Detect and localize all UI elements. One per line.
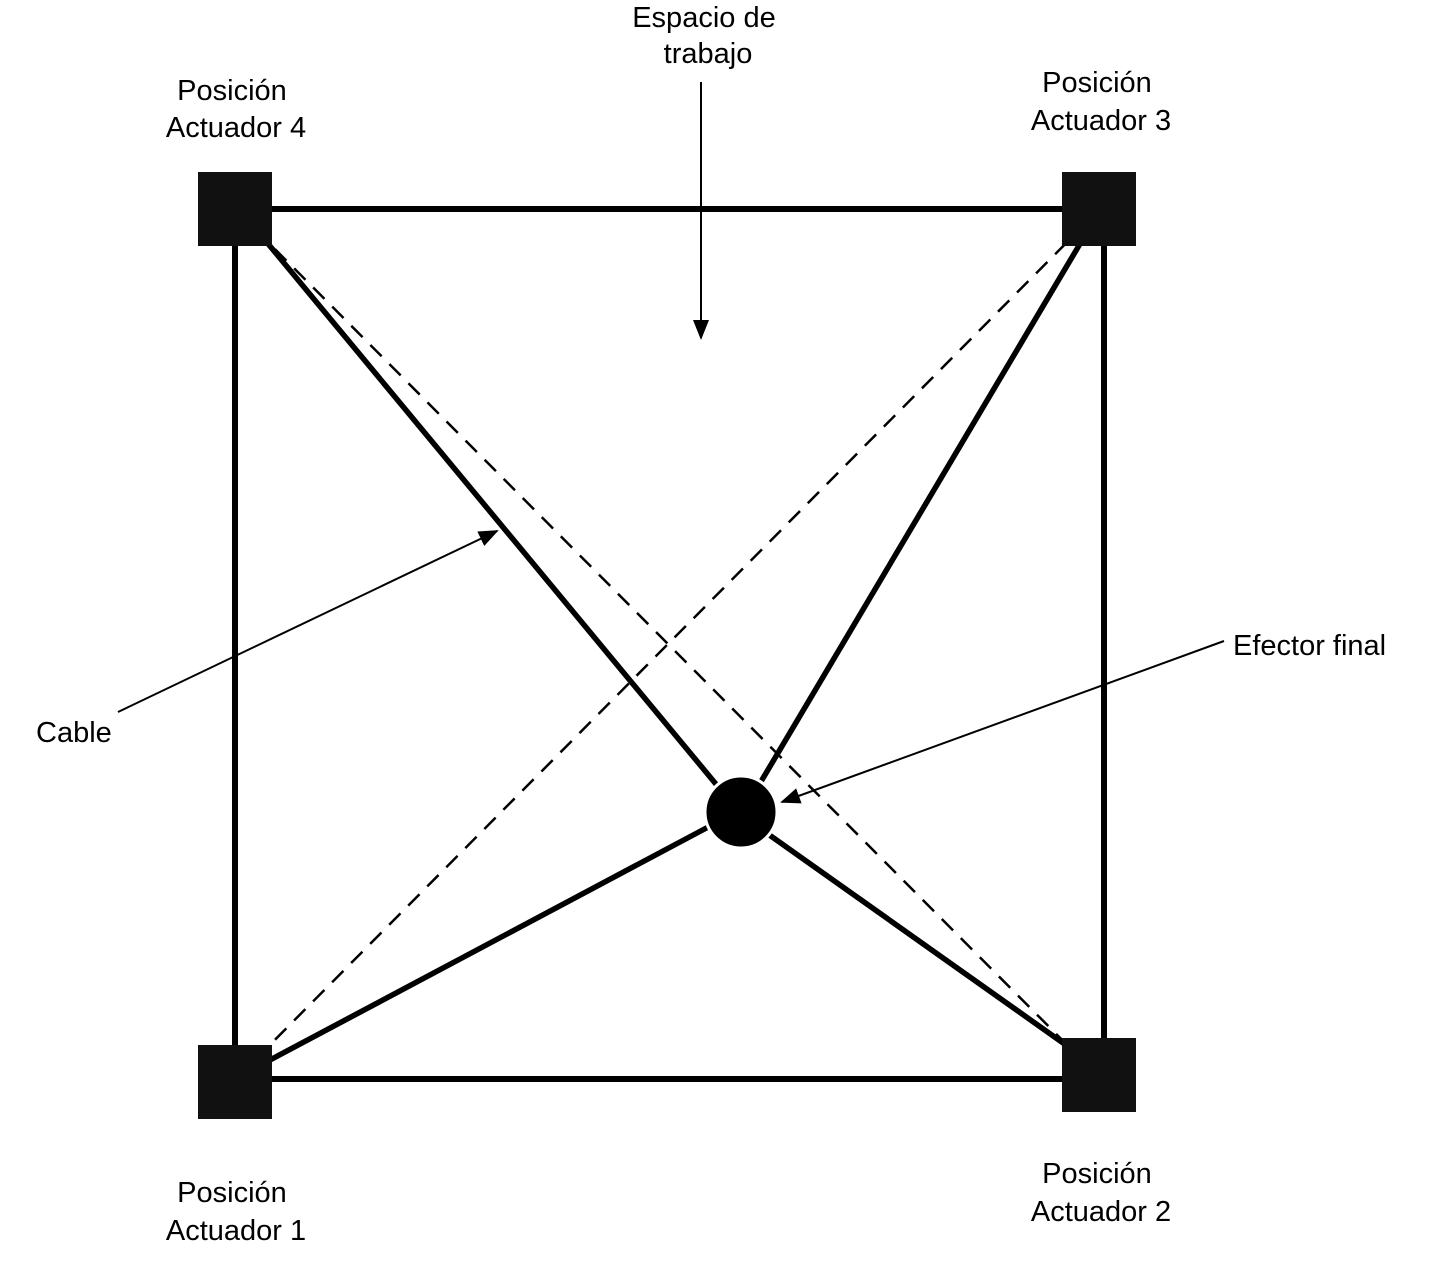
workspace-label-line-2: trabajo — [664, 38, 753, 70]
cable-actuator-2 — [766, 831, 1082, 1058]
actuator-4-label: Posición Actuador 4 — [166, 75, 306, 144]
actuator-3-block — [1062, 172, 1136, 246]
actuator-1-block — [198, 1045, 272, 1119]
end-effector-label: Efector final — [1233, 630, 1386, 662]
dashed-diagonal-4-to-2 — [236, 210, 1103, 1081]
actuator-3-label-line-2: Actuador 3 — [1031, 105, 1171, 137]
actuator-3-label-line-1: Posición — [1042, 67, 1152, 99]
actuator-1-label-line-1: Posición — [177, 1177, 287, 1209]
dashed-diagonals — [236, 208, 1103, 1081]
dashed-diagonal-1-to-3 — [236, 208, 1101, 1079]
actuator-4-label-line-1: Posición — [177, 75, 287, 107]
cables — [252, 226, 1090, 1071]
cable-label: Cable — [36, 717, 112, 749]
workspace-frame — [232, 206, 1107, 1082]
actuator-2-label-line-1: Posición — [1042, 1158, 1152, 1190]
cable-arrow — [117, 530, 499, 713]
cable-actuator-3 — [753, 230, 1090, 792]
actuator-3-label: Posición Actuador 3 — [1031, 67, 1171, 137]
actuator-1-label: Posición Actuador 1 — [166, 1177, 306, 1247]
actuator-4-label-line-2: Actuador 4 — [166, 112, 306, 144]
actuator-4-block — [198, 172, 272, 246]
cable-actuator-4 — [252, 226, 728, 797]
actuator-2-label: Posición Actuador 2 — [1031, 1158, 1171, 1228]
actuator-1-label-line-2: Actuador 1 — [166, 1215, 306, 1247]
workspace-label: Espacio de trabajo — [632, 2, 784, 70]
workspace-label-line-1: Espacio de — [632, 2, 776, 34]
actuator-2-label-line-2: Actuador 2 — [1031, 1196, 1171, 1228]
callout-arrows — [117, 82, 1225, 804]
end-effector-circle — [703, 774, 779, 850]
end-effector-arrow — [780, 640, 1225, 804]
cable-actuator-1 — [253, 822, 714, 1071]
actuator-2-block — [1062, 1038, 1136, 1112]
